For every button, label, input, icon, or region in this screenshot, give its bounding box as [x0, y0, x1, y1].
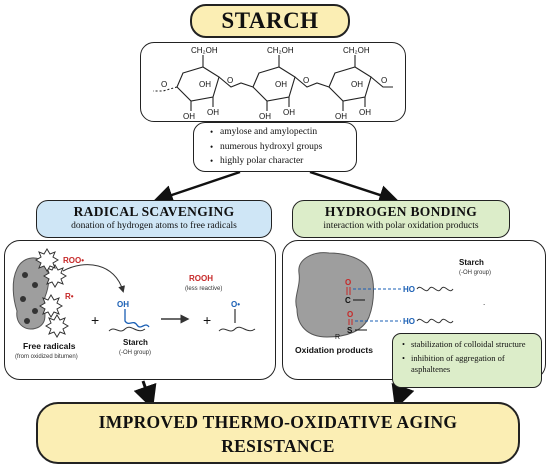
arrow-to-radical [152, 170, 241, 205]
oxidation-product-icon [295, 252, 374, 338]
radical-star-icons [35, 248, 69, 338]
svg-text:+: + [203, 312, 211, 328]
svg-text:CH₂OH: CH₂OH [191, 46, 218, 55]
hydrogen-bonding-subtitle: interaction with polar oxidation product… [323, 221, 479, 231]
svg-text:S: S [347, 326, 353, 335]
radical-scavenging-subtitle: donation of hydrogen atoms to free radic… [71, 221, 237, 231]
svg-text:OH: OH [117, 300, 129, 309]
svg-text:(from oxidized bitumen): (from oxidized bitumen) [15, 354, 78, 360]
svg-text:OH: OH [207, 108, 219, 117]
hydrogen-bonding-title: HYDROGEN BONDING [324, 204, 478, 219]
svg-text:O: O [381, 76, 387, 85]
svg-text:HO: HO [403, 285, 415, 294]
svg-text:Starch: Starch [459, 258, 484, 267]
property-item: amylose and amylopectin [210, 125, 356, 140]
radical-mechanism-diagram: ROO• R• + OH ROOH (less reactive) + O• F… [12, 248, 256, 360]
starch-structure-box: CH₂OH CH₂OH CH₂OH OH OH OH OH OH OH OH O… [140, 42, 406, 122]
svg-text:OH: OH [351, 80, 363, 89]
starch-title: STARCH [190, 4, 350, 38]
svg-text:O: O [161, 80, 167, 89]
svg-text:(less reactive): (less reactive) [185, 286, 222, 292]
effect-item: inhibition of aggregation of asphaltenes [402, 353, 537, 375]
svg-text:+: + [91, 312, 99, 328]
svg-text:O: O [227, 76, 233, 85]
svg-text:Free radicals: Free radicals [23, 341, 76, 351]
svg-text:O•: O• [231, 300, 240, 309]
svg-text:HO: HO [403, 317, 415, 326]
property-item: numerous hydroxyl groups [210, 140, 356, 155]
svg-text:OH: OH [275, 80, 287, 89]
svg-text:(-OH group): (-OH group) [119, 350, 151, 356]
svg-text:O: O [347, 310, 353, 319]
svg-text:ROOH: ROOH [189, 274, 213, 283]
free-radical-particle-icon [12, 257, 50, 330]
arrow-to-hydrogen [309, 170, 400, 205]
svg-text:C: C [345, 296, 351, 305]
radical-scavenging-title: RADICAL SCAVENGING [73, 204, 235, 219]
svg-text:CH₂OH: CH₂OH [343, 46, 370, 55]
result-box: IMPROVED THERMO-OXIDATIVE AGING RESISTAN… [36, 402, 520, 464]
radical-scavenging-panel: ROO• R• + OH ROOH (less reactive) + O• F… [4, 240, 276, 380]
svg-text:OH: OH [199, 80, 211, 89]
hydrogen-bonding-diagram: O C O S R HO HO Starch (-OH group) . Oxi… [295, 252, 491, 355]
result-line: RESISTANCE [221, 436, 335, 456]
radical-scavenging-header: RADICAL SCAVENGING donation of hydrogen … [36, 200, 272, 238]
svg-text:.: . [483, 298, 485, 307]
svg-text:CH₂OH: CH₂OH [267, 46, 294, 55]
arrow-left-to-result [133, 380, 157, 410]
svg-text:OH: OH [259, 112, 271, 121]
svg-text:R•: R• [65, 292, 74, 301]
svg-text:OH: OH [335, 112, 347, 121]
svg-text:ROO•: ROO• [63, 256, 84, 265]
svg-text:Starch: Starch [123, 338, 148, 347]
svg-text:Oxidation products: Oxidation products [295, 345, 373, 355]
svg-text:(-OH group): (-OH group) [459, 270, 491, 276]
effects-box: stabilization of colloidal structure inh… [392, 333, 542, 388]
svg-text:OH: OH [359, 108, 371, 117]
effect-item: stabilization of colloidal structure [402, 339, 537, 350]
svg-text:OH: OH [283, 108, 295, 117]
svg-text:OH: OH [183, 112, 195, 121]
svg-text:O: O [345, 278, 351, 287]
result-line: IMPROVED THERMO-OXIDATIVE AGING [98, 412, 458, 432]
starch-structure-diagram: CH₂OH CH₂OH CH₂OH OH OH OH OH OH OH OH O… [153, 46, 393, 121]
svg-text:O: O [303, 76, 309, 85]
property-item: highly polar character [210, 154, 356, 169]
svg-text:R: R [335, 334, 340, 341]
starch-properties-box: amylose and amylopectin numerous hydroxy… [193, 122, 357, 172]
hydrogen-bonding-header: HYDROGEN BONDING interaction with polar … [292, 200, 510, 238]
